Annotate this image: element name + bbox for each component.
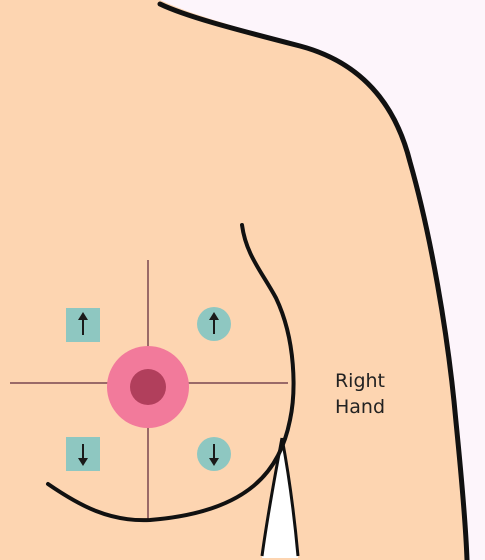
marker-upper-left <box>66 308 100 342</box>
underarm-line-left <box>260 437 284 557</box>
hand-label-line-2: Hand <box>334 396 386 418</box>
breast-outline <box>46 223 296 523</box>
underarm-gap <box>262 440 298 558</box>
underarm-line-right <box>280 437 300 557</box>
torso-skin <box>0 0 467 560</box>
marker-lower-right <box>197 437 231 471</box>
arrow-down-icon <box>209 444 219 466</box>
hand-label-line-1: Right <box>334 370 386 392</box>
shoulder-outline <box>157 1 470 560</box>
arrow-up-icon <box>209 312 219 334</box>
marker-lower-left <box>66 437 100 471</box>
hand-label: Right Hand <box>312 368 408 420</box>
arrow-down-icon <box>78 444 88 466</box>
nipple <box>130 369 166 405</box>
arrow-up-icon <box>78 312 88 335</box>
marker-upper-right <box>197 307 231 341</box>
